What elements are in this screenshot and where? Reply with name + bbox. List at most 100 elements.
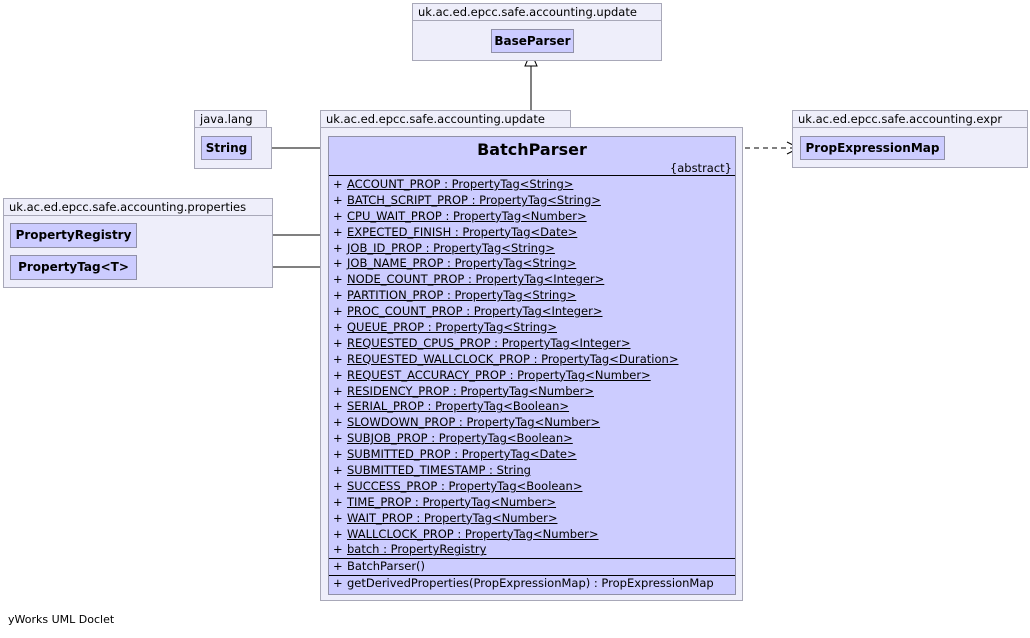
constructor-row: + BatchParser(): [329, 559, 735, 575]
package-tab-properties: uk.ac.ed.epcc.safe.accounting.properties: [3, 198, 273, 216]
visibility-marker: +: [333, 559, 343, 574]
attributes-compartment: + ACCOUNT_PROP : PropertyTag<String> + BATC…: [329, 175, 735, 558]
visibility-marker: +: [333, 383, 343, 398]
attribute-row: + TIME_PROP : PropertyTag<Number>: [329, 495, 735, 511]
footer-label: yWorks UML Doclet: [8, 613, 115, 626]
attribute-row-text: JOB_NAME_PROP : PropertyTag<String>: [347, 256, 577, 271]
attribute-row-text: SLOWDOWN_PROP : PropertyTag<Number>: [347, 415, 601, 430]
package-name: uk.ac.ed.epcc.safe.accounting.expr: [798, 112, 1003, 126]
class-batchparser[interactable]: BatchParser {abstract} + ACCOUNT_PROP : P…: [328, 136, 736, 595]
package-tab-update-main: uk.ac.ed.epcc.safe.accounting.update: [320, 110, 571, 128]
visibility-marker: +: [333, 192, 343, 207]
visibility-marker: +: [333, 447, 343, 462]
method-row-text: getDerivedProperties(PropExpressionMap) …: [347, 576, 714, 591]
attribute-row-text: ACCOUNT_PROP : PropertyTag<String>: [347, 177, 574, 191]
attribute-row: + SERIAL_PROP : PropertyTag<Boolean>: [329, 399, 735, 415]
constructors-compartment: + BatchParser(): [329, 558, 735, 575]
visibility-marker: +: [333, 463, 343, 478]
attribute-row: + SLOWDOWN_PROP : PropertyTag<Number>: [329, 415, 735, 431]
attribute-row-text: PARTITION_PROP : PropertyTag<String>: [347, 288, 577, 303]
attribute-row-text: RESIDENCY_PROP : PropertyTag<Number>: [347, 383, 594, 398]
class-baseparser[interactable]: BaseParser: [491, 29, 574, 53]
package-name: java.lang: [200, 112, 253, 126]
visibility-marker: +: [333, 526, 343, 541]
visibility-marker: +: [333, 494, 343, 509]
attribute-row: + REQUESTED_CPUS_PROP : PropertyTag<Integ…: [329, 336, 735, 352]
package-tab-update-top: uk.ac.ed.epcc.safe.accounting.update: [412, 3, 662, 21]
visibility-marker: +: [333, 542, 343, 557]
visibility-marker: +: [333, 335, 343, 350]
attribute-row-text: SUBMITTED_TIMESTAMP : String: [347, 463, 531, 478]
constructor-row-text: BatchParser(): [347, 559, 426, 574]
attribute-row: + REQUEST_ACCURACY_PROP : PropertyTag<Num…: [329, 368, 735, 384]
visibility-marker: +: [333, 478, 343, 493]
attribute-row: + SUBJOB_PROP : PropertyTag<Boolean>: [329, 431, 735, 447]
attribute-row-text: SUBMITTED_PROP : PropertyTag<Date>: [347, 447, 577, 462]
methods-compartment: + getDerivedProperties(PropExpressionMap)…: [329, 575, 735, 592]
attribute-row: + JOB_NAME_PROP : PropertyTag<String>: [329, 256, 735, 272]
package-tab-expr: uk.ac.ed.epcc.safe.accounting.expr: [792, 110, 1028, 128]
attribute-row: + QUEUE_PROP : PropertyTag<String>: [329, 320, 735, 336]
class-string[interactable]: String: [201, 136, 252, 160]
attribute-row-text: NODE_COUNT_PROP : PropertyTag<Integer>: [347, 272, 605, 287]
attribute-row-text: PROC_COUNT_PROP : PropertyTag<Integer>: [347, 304, 603, 319]
visibility-marker: +: [333, 224, 343, 239]
attribute-row: + PROC_COUNT_PROP : PropertyTag<Integer>: [329, 304, 735, 320]
attribute-row-text: TIME_PROP : PropertyTag<Number>: [347, 494, 557, 509]
attribute-row: + REQUESTED_WALLCLOCK_PROP : PropertyTag<…: [329, 352, 735, 368]
attribute-row: + SUCCESS_PROP : PropertyTag<Boolean>: [329, 479, 735, 495]
package-name: uk.ac.ed.epcc.safe.accounting.update: [326, 112, 545, 126]
attribute-row-text: REQUESTED_CPUS_PROP : PropertyTag<Intege…: [347, 335, 631, 350]
attribute-row-text: SUBJOB_PROP : PropertyTag<Boolean>: [347, 431, 573, 446]
attribute-row-text: QUEUE_PROP : PropertyTag<String>: [347, 320, 557, 335]
attribute-row: + NODE_COUNT_PROP : PropertyTag<Integer>: [329, 272, 735, 288]
visibility-marker: +: [333, 256, 343, 271]
attribute-row-text: batch : PropertyRegistry: [347, 542, 487, 557]
attribute-row: + EXPECTED_FINISH : PropertyTag<Date>: [329, 225, 735, 241]
class-stereotype: {abstract}: [669, 161, 732, 175]
attribute-row: + SUBMITTED_PROP : PropertyTag<Date>: [329, 447, 735, 463]
attribute-row-text: SERIAL_PROP : PropertyTag<Boolean>: [347, 399, 570, 414]
visibility-marker: +: [333, 415, 343, 430]
visibility-marker: +: [333, 177, 343, 191]
method-row: + getDerivedProperties(PropExpressionMap)…: [329, 576, 735, 592]
visibility-marker: +: [333, 272, 343, 287]
attribute-row-text: CPU_WAIT_PROP : PropertyTag<Number>: [347, 208, 587, 223]
visibility-marker: +: [333, 208, 343, 223]
class-propertytag[interactable]: PropertyTag<T>: [10, 255, 137, 280]
attribute-row: + WAIT_PROP : PropertyTag<Number>: [329, 511, 735, 527]
attribute-row: + WALLCLOCK_PROP : PropertyTag<Number>: [329, 527, 735, 543]
attribute-row-text: WALLCLOCK_PROP : PropertyTag<Number>: [347, 526, 599, 541]
visibility-marker: +: [333, 367, 343, 382]
class-propertyregistry[interactable]: PropertyRegistry: [10, 223, 137, 248]
attribute-row-text: JOB_ID_PROP : PropertyTag<String>: [347, 240, 555, 255]
attribute-row-text: REQUESTED_WALLCLOCK_PROP : PropertyTag<D…: [347, 351, 679, 366]
visibility-marker: +: [333, 240, 343, 255]
visibility-marker: +: [333, 399, 343, 414]
visibility-marker: +: [333, 510, 343, 525]
package-name: uk.ac.ed.epcc.safe.accounting.properties: [9, 200, 247, 214]
attribute-row: + BATCH_SCRIPT_PROP : PropertyTag<String>: [329, 193, 735, 209]
visibility-marker: +: [333, 351, 343, 366]
attribute-row: + SUBMITTED_TIMESTAMP : String: [329, 463, 735, 479]
attribute-row-text: BATCH_SCRIPT_PROP : PropertyTag<String>: [347, 192, 601, 207]
visibility-marker: +: [333, 320, 343, 335]
attribute-row: + CPU_WAIT_PROP : PropertyTag<Number>: [329, 209, 735, 225]
attribute-row: + batch : PropertyRegistry: [329, 542, 735, 558]
visibility-marker: +: [333, 304, 343, 319]
class-propexpressionmap[interactable]: PropExpressionMap: [800, 136, 945, 160]
attribute-row: + PARTITION_PROP : PropertyTag<String>: [329, 288, 735, 304]
visibility-marker: +: [333, 431, 343, 446]
attribute-row-text: WAIT_PROP : PropertyTag<Number>: [347, 510, 558, 525]
class-name: BatchParser: [477, 140, 587, 159]
visibility-marker: +: [333, 288, 343, 303]
visibility-marker: +: [333, 576, 343, 591]
package-tab-java-lang: java.lang: [194, 110, 267, 128]
attribute-row: + RESIDENCY_PROP : PropertyTag<Number>: [329, 384, 735, 400]
attribute-row-text: EXPECTED_FINISH : PropertyTag<Date>: [347, 224, 578, 239]
attribute-row: + ACCOUNT_PROP : PropertyTag<String>: [329, 177, 735, 193]
attribute-row: + JOB_ID_PROP : PropertyTag<String>: [329, 241, 735, 257]
package-name: uk.ac.ed.epcc.safe.accounting.update: [418, 5, 637, 19]
attribute-row-text: REQUEST_ACCURACY_PROP : PropertyTag<Numb…: [347, 367, 651, 382]
attribute-row-text: SUCCESS_PROP : PropertyTag<Boolean>: [347, 478, 583, 493]
